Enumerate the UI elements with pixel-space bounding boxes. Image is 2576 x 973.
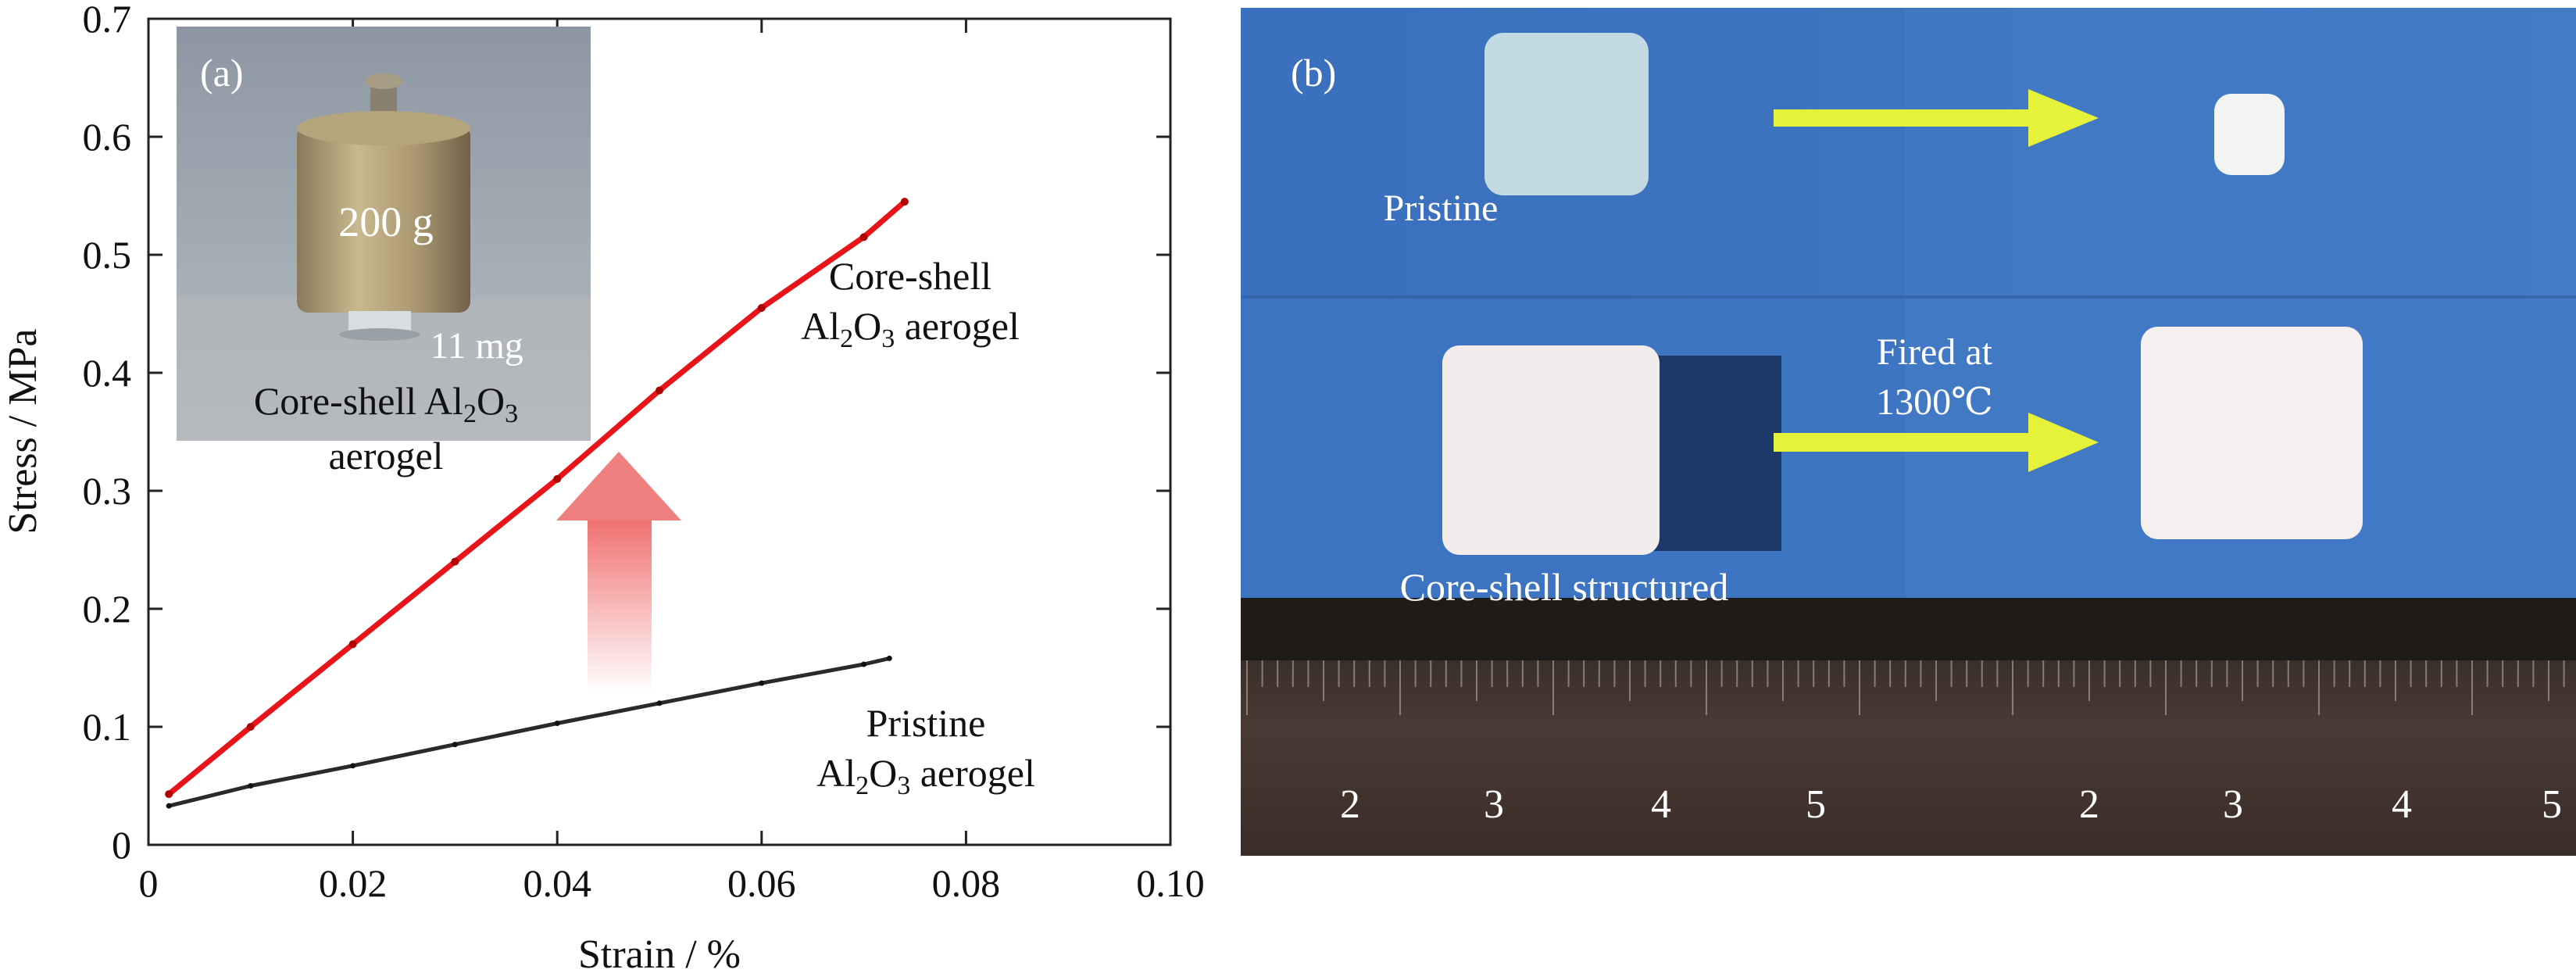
pristine-stress-strain-line — [168, 656, 890, 808]
series-layer — [165, 198, 909, 809]
ruler-left-2: 2 — [1340, 782, 1360, 827]
plot-frame — [147, 17, 1172, 846]
inset-panel-label: (a) — [200, 51, 244, 95]
data-point — [656, 700, 663, 706]
ruler-right-5: 5 — [2542, 782, 2562, 827]
core-shell-label-line2: Al2O3 aerogel — [801, 304, 1020, 353]
data-point — [656, 386, 663, 395]
x-axis-ticks: 0 0.02 0.04 0.06 0.08 0.10 — [139, 19, 1205, 905]
core-shell-photo-label: Core-shell structured — [1400, 565, 1729, 609]
ruler-right-4: 4 — [2392, 782, 2412, 827]
photo-panel-b: (b) Pristine Fired at 1300℃ Core-shell s… — [1241, 8, 2576, 856]
data-point — [451, 557, 459, 566]
ruler-right-3: 3 — [2223, 782, 2243, 827]
x-tick-label: 0.06 — [727, 861, 796, 905]
inset-mass-label: 11 mg — [430, 325, 523, 367]
data-point — [553, 474, 562, 483]
data-point — [165, 790, 173, 799]
increase-arrow-icon — [556, 452, 681, 692]
chart-panel-a: 0 0.02 0.04 0.06 0.08 0.10 0 0.1 0.2 0.3 0.4 0.5 0.… — [1, 0, 1205, 973]
data-point — [757, 303, 766, 312]
weight-icon — [297, 125, 470, 313]
inset-weight-label: 200 g — [338, 199, 434, 245]
core-shell-sample-after — [2141, 327, 2363, 539]
core-shell-label-line1: Core-shell — [829, 254, 991, 298]
y-axis-ticks: 0 0.1 0.2 0.3 0.4 0.5 0.6 0.7 — [83, 0, 1170, 867]
data-point — [452, 742, 458, 748]
inset-photo: (a) 200 g 11 mg Core-shell Al2O3 — [177, 27, 591, 441]
data-point — [759, 680, 765, 686]
pristine-label-line2: Al2O3 aerogel — [816, 751, 1035, 800]
data-point — [246, 723, 255, 731]
inset-caption-line1: Core-shell Al2O3 — [254, 379, 518, 428]
photo-panel-label: (b) — [1291, 51, 1336, 95]
data-point — [554, 720, 560, 726]
data-point — [900, 198, 909, 206]
ruler-right-2: 2 — [2079, 782, 2099, 827]
ruler — [1241, 598, 2576, 856]
pristine-label-line1: Pristine — [866, 701, 986, 745]
x-axis-title: Strain / % — [578, 932, 741, 973]
ruler-left-3: 3 — [1484, 782, 1504, 827]
x-tick-label: 0 — [139, 861, 159, 905]
y-axis-title: Stress / MPa — [1, 329, 45, 535]
ruler-left-5: 5 — [1806, 782, 1826, 827]
y-tick-label: 0.2 — [83, 587, 132, 631]
arrow-right-icon-top — [1774, 89, 2099, 147]
y-tick-label: 0.1 — [83, 705, 132, 749]
x-tick-label: 0.08 — [932, 861, 1001, 905]
data-point — [248, 783, 254, 789]
x-tick-label: 0.02 — [319, 861, 388, 905]
y-tick-label: 0.6 — [83, 115, 132, 159]
data-point — [859, 233, 868, 241]
data-point — [348, 640, 357, 649]
data-point — [350, 763, 356, 769]
x-tick-label: 0.04 — [523, 861, 591, 905]
ruler-left-4: 4 — [1651, 782, 1671, 827]
y-tick-label: 0 — [112, 823, 131, 867]
core-shell-sample-before — [1442, 345, 1660, 555]
y-tick-label: 0.5 — [83, 233, 132, 277]
data-point — [886, 655, 892, 661]
arrow-right-icon-bottom — [1774, 413, 2099, 472]
data-point — [166, 803, 172, 809]
inset-caption-line2: aerogel — [328, 434, 443, 478]
y-tick-label: 0.3 — [83, 469, 132, 513]
y-tick-label: 0.4 — [83, 351, 132, 395]
pristine-photo-label: Pristine — [1384, 188, 1499, 229]
pristine-sample-before — [1485, 33, 1649, 195]
data-point — [861, 661, 867, 667]
x-tick-label: 0.10 — [1136, 861, 1205, 905]
fired-label-line2: 1300℃ — [1876, 381, 1993, 423]
y-tick-label: 0.7 — [83, 0, 132, 41]
pristine-sample-after — [2214, 94, 2285, 175]
fired-label-line1: Fired at — [1877, 331, 1993, 373]
